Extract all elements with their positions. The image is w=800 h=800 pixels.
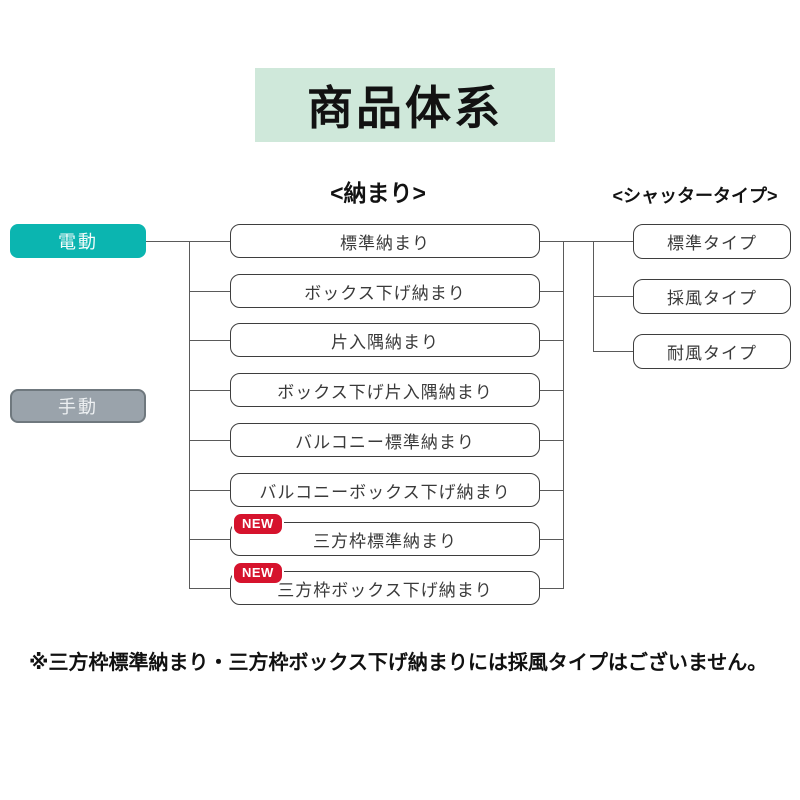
osamari-node-label: バルコニー標準納まり	[295, 432, 475, 452]
connector-line	[540, 390, 563, 391]
connector-line	[563, 241, 564, 589]
osamari-node-label: 三方枠標準納まり	[313, 531, 457, 551]
connector-line	[540, 490, 563, 491]
osamari-node-label: 標準納まり	[340, 233, 430, 253]
osamari-node-label: ボックス下げ納まり	[304, 283, 466, 303]
shutter-type-node-standard: 標準タイプ	[633, 224, 791, 259]
footnote: ※三方枠標準納まり・三方枠ボックス下げ納まりには採風タイプはございません。	[29, 652, 768, 674]
connector-line	[540, 291, 563, 292]
connector-line	[189, 291, 230, 292]
connector-line	[189, 440, 230, 441]
connector-line	[189, 390, 230, 391]
osamari-node-balcony-box-lowered: バルコニーボックス下げ納まり	[230, 473, 540, 507]
connector-line	[593, 296, 633, 297]
shutter-type-label: 標準タイプ	[667, 234, 757, 253]
connector-line	[189, 588, 230, 589]
osamari-node-box-lowered: ボックス下げ納まり	[230, 274, 540, 308]
connector-line	[540, 539, 563, 540]
osamari-column-header: <納まり>	[330, 180, 426, 206]
connector-line	[540, 241, 563, 242]
new-badge: NEW	[232, 512, 284, 536]
shutter-type-column-header: <シャッタータイプ>	[612, 186, 778, 206]
shutter-type-node-ventilation: 採風タイプ	[633, 279, 791, 314]
connector-line	[540, 440, 563, 441]
connector-line	[189, 539, 230, 540]
connector-line	[189, 340, 230, 341]
osamari-node-label: 片入隅納まり	[331, 332, 439, 352]
connector-line	[189, 490, 230, 491]
connector-line	[540, 588, 563, 589]
diagram-title: 商品体系	[255, 68, 555, 142]
electric-drive-node: 電動	[10, 224, 146, 258]
manual-drive-node: 手動	[10, 389, 146, 423]
connector-line	[540, 340, 563, 341]
connector-line	[593, 351, 633, 352]
shutter-type-node-wind-resistant: 耐風タイプ	[633, 334, 791, 369]
diagram-title-text: 商品体系	[307, 82, 503, 134]
osamari-node-corner: 片入隅納まり	[230, 323, 540, 357]
shutter-type-label: 採風タイプ	[667, 289, 757, 308]
osamari-node-balcony-standard: バルコニー標準納まり	[230, 423, 540, 457]
shutter-type-label: 耐風タイプ	[667, 344, 757, 363]
connector-line	[189, 241, 190, 589]
osamari-node-box-lowered-corner: ボックス下げ片入隅納まり	[230, 373, 540, 407]
new-badge: NEW	[232, 561, 284, 585]
osamari-node-label: 三方枠ボックス下げ納まり	[277, 580, 493, 600]
osamari-node-label: ボックス下げ片入隅納まり	[277, 382, 493, 402]
connector-line	[563, 241, 633, 242]
connector-line	[189, 241, 230, 242]
osamari-node-label: バルコニーボックス下げ納まり	[259, 482, 511, 502]
connector-line	[146, 241, 189, 242]
osamari-node-threeway-standard: NEW 三方枠標準納まり	[230, 512, 540, 556]
osamari-node-standard: 標準納まり	[230, 224, 540, 258]
osamari-node-threeway-box-lowered: NEW 三方枠ボックス下げ納まり	[230, 561, 540, 605]
